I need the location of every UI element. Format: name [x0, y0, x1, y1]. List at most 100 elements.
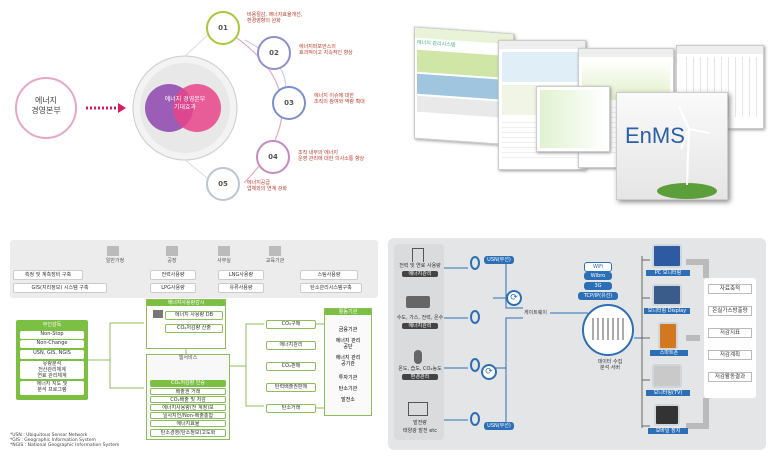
left-source-label: 에너지 경영본부 — [31, 96, 61, 115]
effect-circle-01: 01 — [206, 11, 240, 45]
network-tcpip: TCP/IP(유선) — [578, 292, 618, 300]
footnote-usn: *USN : Ubiquitous Sensor Network — [10, 433, 88, 438]
row1-box-0: 측정 및 계측장비 구축 — [13, 270, 83, 280]
result-3: 저감계획 — [708, 350, 752, 360]
right-list-0: CO₂구매 — [266, 320, 316, 329]
effect-text-02: 에너지퍼포먼스의 효과적이고 지속적인 향상 — [299, 44, 353, 56]
right-list-1: 에너지관리 — [266, 341, 316, 350]
effect-text-04: 조직 내부의 에너지 운영 관리에 대한 의사소통 향상 — [298, 150, 365, 162]
water-meter-icon — [406, 296, 430, 308]
energy-usage-monitor-panel: 에너지사용량감시 에너지 사용량 DB CO₂저감량 산출 — [146, 299, 226, 349]
server-chart-icon — [592, 318, 624, 340]
device-label-4: 모바일 장치 — [648, 428, 688, 434]
category-label-0: 일반가정 — [105, 258, 125, 264]
energy-usage-monitor-header: 에너지사용량감시 — [147, 300, 225, 306]
category-label-1: 공장 — [167, 258, 177, 264]
sensor-sub-0: 에너지관리 — [402, 271, 438, 277]
flow-analysis-box: 유량분석 전산관리체계 연료 관리체계 — [20, 361, 84, 379]
sync-icon-2: ⟳ — [481, 364, 497, 380]
row2-box-1: LPG사용량 — [150, 283, 196, 293]
energy-db-box: 에너지 사용량 DB — [165, 311, 223, 320]
effect-text-05: 에너지공급 업체와의 연계 강화 — [247, 180, 287, 192]
sensor-label-0: 전력 및 연료 사용량 — [399, 263, 441, 269]
device-label-2: 스마트폰 — [650, 350, 688, 356]
sensor-sub-3: 태양광 발전 etc — [403, 428, 437, 434]
right-list-2: CO₂판매 — [266, 362, 316, 371]
school-icon — [269, 246, 281, 256]
enms-cover: EnMS — [616, 92, 728, 200]
effect-circle-02: 02 — [257, 36, 291, 70]
sensor-sub-2: 환경관리 — [402, 374, 438, 380]
antenna-icon-1 — [470, 256, 480, 270]
effect-circle-05: 05 — [206, 167, 240, 201]
web-service-item-1: CO₂배출 및 저감 — [150, 396, 226, 403]
usn-badge-top: USN(무선) — [484, 256, 514, 264]
org-item-5: 발전소 — [341, 397, 355, 403]
display-device — [652, 284, 682, 306]
enms-logo: EnMS — [625, 123, 685, 148]
unmanned-monitor-panel: 무인감독 Non-Stop Non-Change USN, GIS, NGIS … — [16, 320, 88, 400]
org-item-2: 에너지 관리 공기관 — [335, 355, 361, 367]
sensor-network-panel: 전력 및 연료 사용량 에너지관리 수도, 가스, 전력, 온수 에너지관리 온… — [388, 238, 766, 450]
web-service-item-3: 일사지언/Non-배출총합 — [150, 412, 226, 419]
activity-org-panel: 활동기관 금융기관 에너지 관리 공단 에너지 관리 공기관 투자기관 탄소기관… — [324, 308, 372, 416]
antenna-icon-3 — [470, 358, 480, 372]
effect-circle-03: 03 — [272, 86, 306, 120]
usn-badge-bottom: USN(무선) — [484, 422, 514, 430]
screenshot-5 — [536, 86, 610, 152]
category-label-2: 사무실 — [217, 258, 231, 264]
power-tower-icon — [412, 248, 424, 262]
web-service-item-2: 에너지사용량(전 계정)보 — [150, 404, 226, 411]
activity-org-header: 활동기관 — [325, 309, 371, 315]
web-service-header: 웹서비스 — [178, 355, 198, 361]
office-icon — [218, 246, 230, 256]
pc-monitor-device — [652, 244, 682, 268]
row2-box-2: 유류사용량 — [218, 283, 264, 293]
antenna-icon-2 — [470, 310, 480, 324]
factory-icon — [166, 246, 178, 256]
antenna-icon-4 — [470, 412, 480, 426]
row1-box-2: LNG사용량 — [218, 270, 264, 280]
energy-map-box: 에너지 지도 및 분석 프로그램 — [20, 381, 84, 395]
sensor-label-2: 온도, 습도, CO₂농도 — [398, 366, 442, 372]
server-label: 데이터 수집 분석 서버 — [597, 359, 623, 371]
web-service-item-5: 탄소경영(탄소정보)고도화 — [150, 429, 226, 437]
row1-box-1: 전력사용량 — [150, 270, 196, 280]
org-item-3: 투자기관 — [338, 375, 358, 381]
co2-reduction-calc-box: CO₂저감량 산출 — [165, 324, 223, 333]
left-source-circle: 에너지 경영본부 — [15, 77, 77, 139]
monitor-icon — [153, 310, 163, 318]
org-item-4: 탄소기관 — [338, 386, 358, 392]
org-item-1: 에너지 관리 공단 — [335, 338, 361, 350]
solar-panel-icon — [408, 402, 428, 416]
sensor-label-3: 발전량 — [413, 420, 427, 426]
right-list-4: 탄소거래 — [266, 404, 316, 413]
non-change-box: Non-Change — [20, 340, 84, 348]
mobile-device — [654, 404, 680, 426]
result-0: 자료축적 — [708, 284, 752, 294]
result-1: 온실가스방출량 — [708, 306, 752, 316]
smartphone-device — [658, 322, 678, 350]
unmanned-monitor-title: 무인감독 — [42, 322, 62, 328]
effect-circle-04: 04 — [256, 140, 290, 174]
device-label-1: 모니터링 Display — [644, 308, 690, 314]
network-3g: 3G — [584, 282, 612, 290]
center-effects-label: 에너지 경영본부 기대효과 — [164, 96, 206, 111]
result-4: 저감활동결과 — [708, 372, 752, 382]
wind-turbine-icon — [657, 106, 717, 199]
co2-cert-header: CO₂저감량 인증 — [150, 380, 226, 387]
result-2: 저감지표 — [708, 328, 752, 338]
footnotes: *USN : Ubiquitous Sensor Network *GIS : … — [10, 433, 119, 448]
carbon-flow-connectors — [88, 322, 324, 409]
row2-box-3: 탄소관리시스템구축 — [300, 283, 362, 293]
data-server-circle — [582, 304, 634, 356]
footnote-ngis: *NGIS : National Geographic Information … — [10, 443, 120, 448]
gateway-label: 게이트웨이 — [524, 310, 548, 316]
right-list-3: 탄력배출권판매 — [266, 383, 316, 392]
web-service-item-0: 배출권 거래 — [150, 388, 226, 395]
non-stop-box: Non-Stop — [20, 331, 84, 339]
building-icon-home — [107, 246, 119, 256]
device-label-0: PC 모니터링 — [646, 270, 690, 276]
row2-box-0: GIS(지리정보) 시스템 구축 — [13, 283, 107, 293]
effect-text-03: 에너지 이슈에 대한 조직의 참여와 역량 확대 — [314, 93, 365, 105]
